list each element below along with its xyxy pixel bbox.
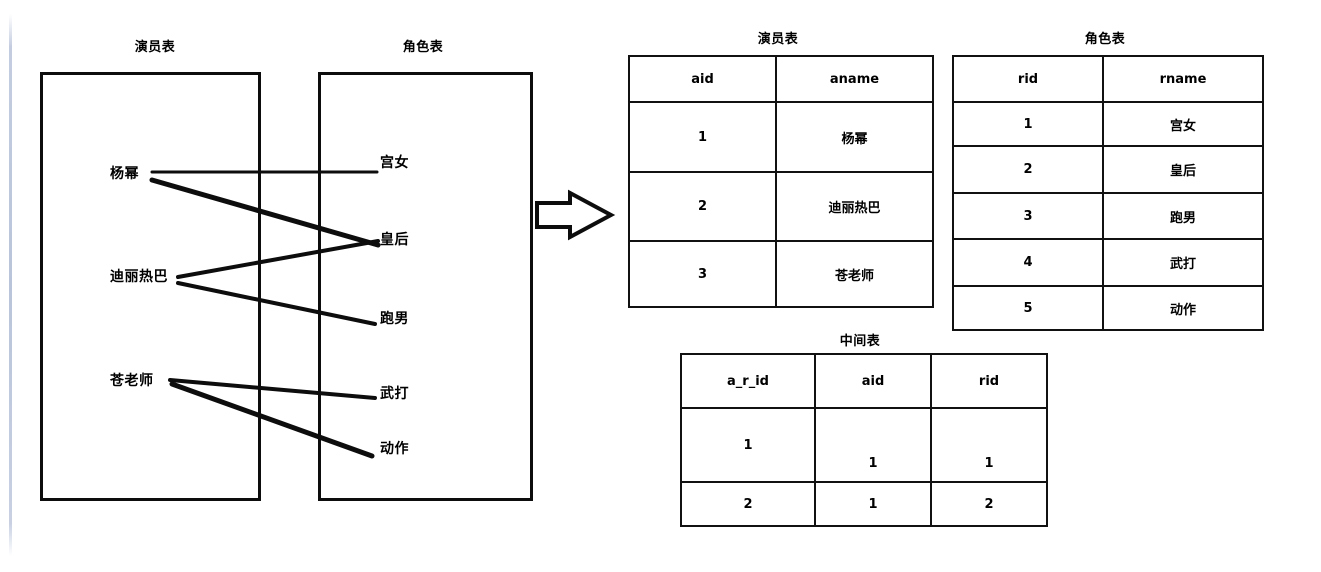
- role-cell-rname-4: 动作: [1102, 285, 1264, 331]
- right-box-title: 角色表: [402, 40, 444, 55]
- role-label-1[interactable]: 皇后: [380, 232, 409, 248]
- role-label-2[interactable]: 跑男: [380, 311, 409, 327]
- actor-th-aid: aid: [628, 55, 777, 103]
- join-cell-arid-0: 1: [680, 407, 816, 483]
- table-header-row: a_r_id aid rid: [680, 353, 1048, 409]
- join-th-aid: aid: [814, 353, 932, 409]
- actor-cell-aid-2: 3: [628, 240, 777, 308]
- table-row[interactable]: 5 动作: [952, 285, 1264, 331]
- left-box-title: 演员表: [134, 40, 176, 55]
- actor-label-1[interactable]: 迪丽热巴: [110, 269, 168, 285]
- table-header-row: aid aname: [628, 55, 934, 103]
- actor-label-2[interactable]: 苍老师: [110, 373, 154, 389]
- actor-th-aname: aname: [775, 55, 934, 103]
- join-th-arid: a_r_id: [680, 353, 816, 409]
- role-entity-box[interactable]: [318, 72, 533, 501]
- join-cell-rid-0: 1: [930, 407, 1048, 483]
- role-cell-rname-1: 皇后: [1102, 145, 1264, 194]
- join-cell-aid-0: 1: [814, 407, 932, 483]
- table-row[interactable]: 3 跑男: [952, 192, 1264, 240]
- table-row[interactable]: 1 1 1: [680, 407, 1048, 483]
- table-row[interactable]: 2 皇后: [952, 145, 1264, 194]
- role-table-title: 角色表: [1084, 32, 1126, 47]
- role-cell-rid-4: 5: [952, 285, 1104, 331]
- table-row[interactable]: 2 迪丽热巴: [628, 171, 934, 242]
- join-table-title: 中间表: [839, 334, 881, 349]
- table-row[interactable]: 2 1 2: [680, 481, 1048, 527]
- actor-cell-aid-1: 2: [628, 171, 777, 242]
- actor-cell-aid-0: 1: [628, 101, 777, 173]
- table-row[interactable]: 3 苍老师: [628, 240, 934, 308]
- role-cell-rid-3: 4: [952, 238, 1104, 287]
- actor-table: aid aname 1 杨幂 2 迪丽热巴 3 苍老师: [628, 55, 934, 308]
- table-row[interactable]: 1 宫女: [952, 101, 1264, 147]
- actor-cell-aname-0: 杨幂: [775, 101, 934, 173]
- role-th-rname: rname: [1102, 55, 1264, 103]
- table-header-row: rid rname: [952, 55, 1264, 103]
- role-table: rid rname 1 宫女 2 皇后 3 跑男 4 武打 5: [952, 55, 1264, 331]
- table-row[interactable]: 1 杨幂: [628, 101, 934, 173]
- role-cell-rname-0: 宫女: [1102, 101, 1264, 147]
- actor-cell-aname-1: 迪丽热巴: [775, 171, 934, 242]
- page-margin-strip: [9, 14, 12, 556]
- role-th-rid: rid: [952, 55, 1104, 103]
- actor-table-title: 演员表: [757, 32, 799, 47]
- right-block-arrow-icon: [535, 189, 616, 241]
- join-cell-rid-1: 2: [930, 481, 1048, 527]
- actor-label-0[interactable]: 杨幂: [110, 166, 139, 182]
- role-label-3[interactable]: 武打: [380, 386, 409, 402]
- role-label-0[interactable]: 宫女: [380, 155, 409, 171]
- join-th-rid: rid: [930, 353, 1048, 409]
- actor-cell-aname-2: 苍老师: [775, 240, 934, 308]
- join-cell-arid-1: 2: [680, 481, 816, 527]
- role-cell-rid-2: 3: [952, 192, 1104, 240]
- role-cell-rname-3: 武打: [1102, 238, 1264, 287]
- role-cell-rid-1: 2: [952, 145, 1104, 194]
- table-row[interactable]: 4 武打: [952, 238, 1264, 287]
- join-cell-aid-1: 1: [814, 481, 932, 527]
- actor-entity-box[interactable]: [40, 72, 261, 501]
- join-table: a_r_id aid rid 1 1 1 2 1 2: [680, 353, 1048, 527]
- role-label-4[interactable]: 动作: [380, 441, 409, 457]
- role-cell-rname-2: 跑男: [1102, 192, 1264, 240]
- role-cell-rid-0: 1: [952, 101, 1104, 147]
